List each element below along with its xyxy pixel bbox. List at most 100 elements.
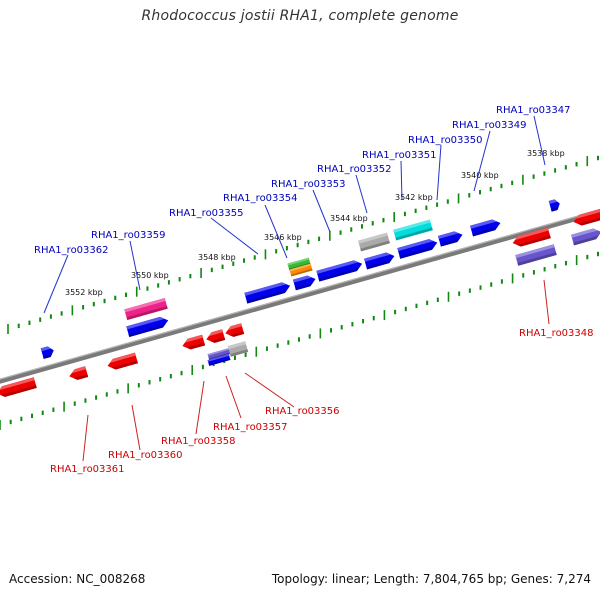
scale-label: 3540 kbp bbox=[461, 171, 499, 180]
scale-labels: 3538 kbp 3540 kbp 3542 kbp 3544 kbp 3546… bbox=[65, 149, 565, 297]
gene-highlight bbox=[244, 282, 287, 296]
forward-leader-lines bbox=[43, 115, 546, 314]
gene-shadow bbox=[573, 235, 599, 246]
forward-gene[interactable] bbox=[126, 315, 169, 337]
reverse-gene[interactable] bbox=[0, 377, 37, 398]
forward-gene[interactable] bbox=[571, 227, 600, 246]
reverse-leader-lines bbox=[82, 279, 550, 462]
forward-gene[interactable] bbox=[40, 345, 56, 359]
gene-shadow bbox=[73, 374, 89, 380]
gene-highlight bbox=[126, 316, 165, 330]
gene-ro03359-feature[interactable] bbox=[124, 298, 168, 320]
gene-label-ro03357[interactable]: RHA1_ro03357 bbox=[213, 422, 288, 433]
gene-label-ro03351[interactable]: RHA1_ro03351 bbox=[362, 150, 437, 161]
gene-shadow bbox=[472, 226, 498, 237]
gene-shadow bbox=[229, 331, 245, 337]
gene-shadow bbox=[208, 358, 231, 366]
gene-shadow bbox=[290, 268, 313, 277]
scale-label: 3548 kbp bbox=[198, 253, 236, 262]
pseudo-gene-feature[interactable] bbox=[227, 341, 249, 357]
gene-highlight bbox=[0, 377, 35, 391]
reverse-gene[interactable] bbox=[205, 329, 226, 344]
gene-shadow bbox=[517, 252, 557, 266]
gene-ro03357-feature[interactable] bbox=[207, 348, 231, 360]
gene-highlight bbox=[364, 252, 391, 262]
gene-body bbox=[124, 298, 168, 320]
gene-highlight bbox=[316, 260, 359, 274]
gene-label-ro03354[interactable]: RHA1_ro03354 bbox=[223, 193, 298, 204]
gene-ro03351-feature[interactable] bbox=[393, 219, 433, 241]
forward-gene[interactable] bbox=[397, 237, 438, 259]
forward-gene[interactable] bbox=[292, 274, 317, 291]
gene-ro03348-feature[interactable] bbox=[515, 244, 557, 266]
forward-gene[interactable] bbox=[548, 198, 562, 212]
gene-highlight bbox=[289, 263, 312, 272]
gene-highlight bbox=[207, 354, 230, 362]
gene-shadow bbox=[128, 323, 166, 337]
gene-label-ro03362[interactable]: RHA1_ro03362 bbox=[34, 245, 109, 256]
forward-gene[interactable] bbox=[470, 218, 502, 237]
gene-body bbox=[515, 244, 557, 266]
gene-label-ro03356[interactable]: RHA1_ro03356 bbox=[265, 406, 340, 417]
forward-gene[interactable] bbox=[437, 229, 464, 247]
gene-highlight bbox=[124, 298, 166, 313]
gene-label-ro03349[interactable]: RHA1_ro03349 bbox=[452, 120, 527, 131]
gene-body bbox=[393, 219, 433, 241]
gene-highlight bbox=[292, 275, 312, 283]
gene-ro03357-feature[interactable] bbox=[207, 354, 231, 366]
gene-highlight bbox=[227, 341, 247, 350]
gene-highlight bbox=[571, 228, 598, 238]
gene-label-ro03359[interactable]: RHA1_ro03359 bbox=[91, 230, 166, 241]
gene-highlight bbox=[207, 348, 230, 356]
gene-highlight bbox=[437, 231, 459, 239]
gene-shadow bbox=[186, 342, 206, 350]
backbone-line bbox=[0, 209, 600, 384]
gene-label-ro03355[interactable]: RHA1_ro03355 bbox=[169, 208, 244, 219]
gene-body bbox=[358, 232, 390, 252]
reverse-gene[interactable] bbox=[106, 352, 138, 372]
gene-label-ro03348[interactable]: RHA1_ro03348 bbox=[519, 328, 594, 339]
gene-label-ro03361[interactable]: RHA1_ro03361 bbox=[50, 464, 125, 475]
gene-body bbox=[397, 239, 438, 259]
gene-label-ro03352[interactable]: RHA1_ro03352 bbox=[317, 164, 392, 175]
genome-backbone bbox=[0, 209, 600, 384]
reverse-gene[interactable] bbox=[68, 366, 89, 381]
pseudo-gene-feature[interactable] bbox=[358, 232, 390, 252]
reverse-gene[interactable] bbox=[511, 227, 551, 249]
reverse-gene[interactable] bbox=[181, 334, 206, 352]
gene-highlight bbox=[470, 219, 497, 229]
reverse-gene[interactable] bbox=[224, 323, 245, 338]
forward-gene[interactable] bbox=[364, 251, 396, 270]
gene-shadow bbox=[42, 353, 53, 359]
gene-highlight bbox=[109, 352, 136, 363]
gene-highlight bbox=[358, 232, 388, 244]
gene-shadow bbox=[366, 259, 392, 270]
scale-label: 3544 kbp bbox=[330, 214, 368, 223]
gene-body bbox=[289, 263, 313, 277]
gene-highlight bbox=[208, 329, 224, 337]
forward-gene[interactable] bbox=[316, 258, 363, 282]
gene-ro03354-feature[interactable] bbox=[289, 263, 313, 277]
scale-label: 3546 kbp bbox=[264, 233, 302, 242]
gene-label-ro03353[interactable]: RHA1_ro03353 bbox=[271, 179, 346, 190]
gene-highlight bbox=[393, 219, 431, 233]
gene-label-ro03360[interactable]: RHA1_ro03360 bbox=[108, 450, 183, 461]
scale-label: 3550 kbp bbox=[131, 271, 169, 280]
backbone-highlight bbox=[0, 209, 600, 380]
gene-shadow bbox=[395, 227, 433, 241]
gene-shadow bbox=[246, 289, 288, 304]
gene-label-ro03350[interactable]: RHA1_ro03350 bbox=[408, 135, 483, 146]
gene-shadow bbox=[210, 337, 226, 343]
reverse-gene[interactable] bbox=[572, 208, 600, 228]
gene-highlight bbox=[548, 199, 558, 205]
gene-shadow bbox=[577, 216, 600, 226]
upper-scale-ruler bbox=[7, 155, 599, 334]
gene-label-ro03347[interactable]: RHA1_ro03347 bbox=[496, 105, 571, 116]
gene-label-ro03358[interactable]: RHA1_ro03358 bbox=[161, 436, 236, 447]
forward-gene[interactable] bbox=[244, 280, 291, 304]
accession-label: Accession: NC_008268 bbox=[9, 572, 146, 586]
gene-body bbox=[207, 348, 231, 360]
gene-body bbox=[126, 316, 169, 337]
scale-label: 3542 kbp bbox=[395, 193, 433, 202]
